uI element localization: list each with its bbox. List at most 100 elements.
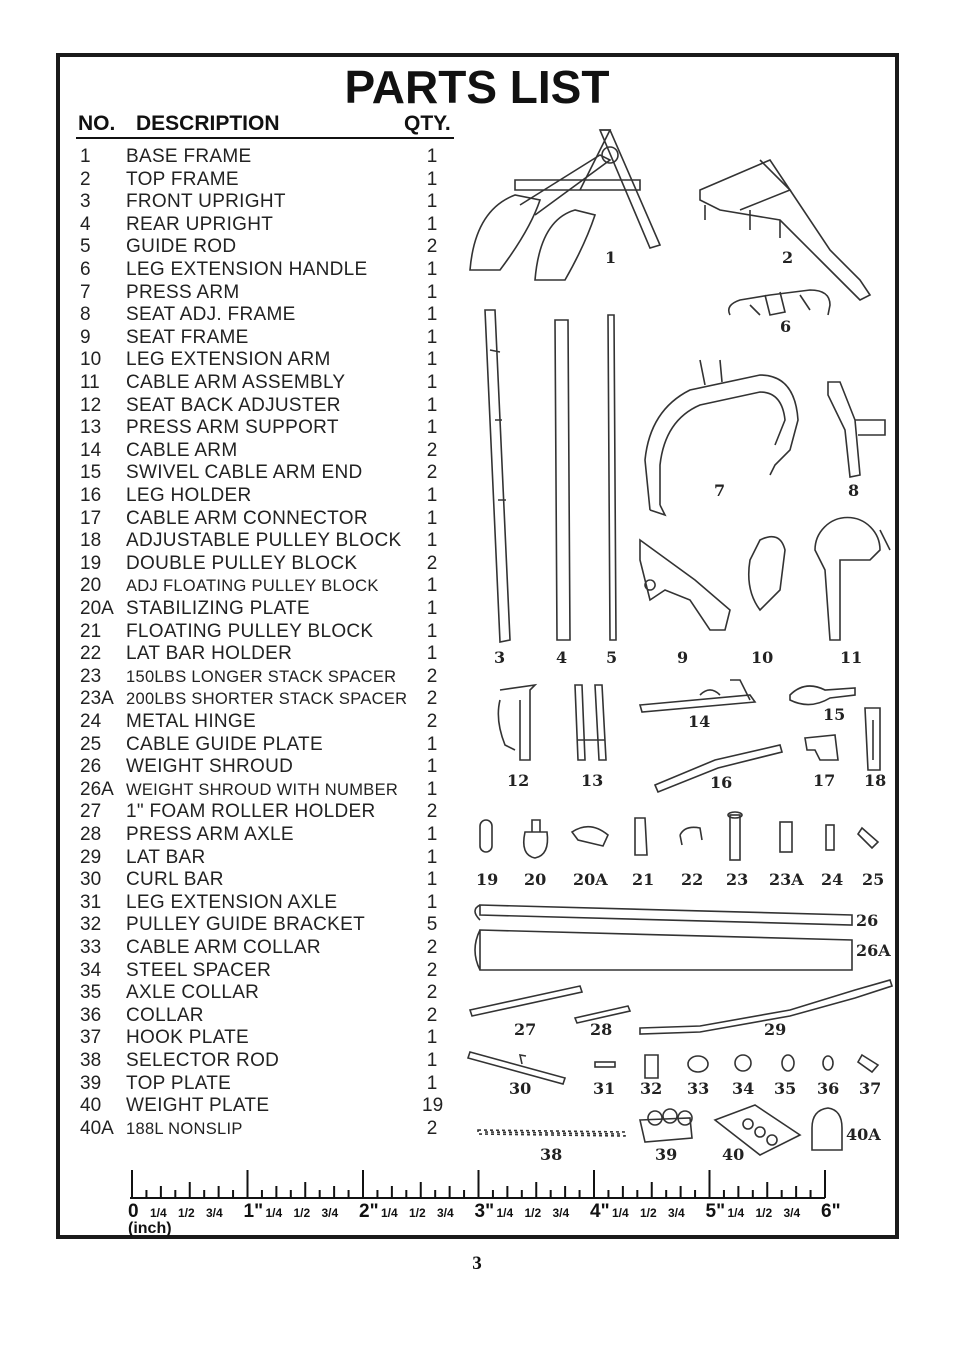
- part-number: 31: [80, 891, 102, 913]
- part-number: 27: [80, 801, 102, 823]
- part-description: 1" FOAM ROLLER HOLDER: [126, 801, 376, 823]
- part-description: PRESS ARM AXLE: [126, 824, 294, 845]
- part-quantity: 2: [426, 236, 438, 258]
- part-8-drawing: [827, 381, 886, 478]
- diagram-label-35: 35: [774, 1079, 796, 1098]
- part-number: 25: [80, 733, 102, 755]
- diagram-label-38: 38: [540, 1145, 562, 1164]
- diagram-label-29: 29: [764, 1020, 786, 1039]
- parts-illustrations: 1 2 6 3 4 5 7 8 9 10 11 12 13 14 15 16 1…: [466, 129, 894, 1164]
- part-description: FRONT UPRIGHT: [126, 191, 286, 213]
- part-number: 24: [80, 711, 102, 732]
- ruler-inch-label: 3": [475, 1201, 495, 1222]
- part-number: 5: [80, 236, 91, 258]
- part-quantity: 1: [426, 598, 438, 619]
- page-border: [56, 53, 899, 1239]
- ruler-inch-label: 1": [244, 1201, 264, 1222]
- part-quantity: 1: [426, 891, 438, 913]
- column-header-no: NO.: [78, 112, 116, 135]
- part-description: 150LBS LONGER STACK SPACER: [126, 667, 397, 686]
- part-9-drawing: [639, 538, 731, 631]
- part-40-drawing: [713, 1104, 802, 1156]
- diagram-label-8: 8: [848, 481, 859, 500]
- part-29-drawing: [639, 979, 894, 1035]
- part-16-drawing: [653, 744, 783, 794]
- part-number: 6: [80, 259, 91, 280]
- part-14-drawing: [638, 679, 757, 713]
- part-description: PRESS ARM: [126, 281, 240, 303]
- ruler-fraction-label: 1/4: [497, 1206, 514, 1220]
- diagram-label-40A: 40A: [846, 1125, 881, 1144]
- page-number: 3: [472, 1253, 482, 1274]
- part-quantity: 1: [426, 485, 438, 506]
- diagram-label-1: 1: [605, 248, 616, 267]
- part-quantity: 19: [422, 1095, 444, 1117]
- diagram-label-18: 18: [864, 771, 886, 790]
- part-quantity: 1: [426, 1027, 438, 1049]
- part-number: 33: [80, 937, 102, 958]
- part-description: 200LBS SHORTER STACK SPACER: [126, 690, 408, 709]
- diagram-label-12: 12: [507, 771, 529, 790]
- ruler-fraction-label: 1/2: [178, 1206, 195, 1220]
- part-38-drawing: [477, 1129, 626, 1137]
- part-description: CABLE ARM COLLAR: [126, 937, 321, 958]
- part-number: 21: [80, 620, 102, 642]
- part-39-drawing: [639, 1117, 693, 1143]
- part-26-drawing: [474, 904, 853, 926]
- ruler-fraction-label: 1/2: [409, 1206, 426, 1220]
- ruler-fraction-label: 1/4: [612, 1206, 629, 1220]
- part-description: AXLE COLLAR: [126, 982, 260, 1004]
- part-description: LEG EXTENSION ARM: [126, 349, 331, 371]
- part-quantity: 2: [426, 552, 438, 574]
- diagram-label-13: 13: [581, 771, 603, 790]
- part-quantity: 1: [426, 146, 438, 167]
- part-quantity: 1: [426, 326, 438, 348]
- part-number: 23A: [80, 688, 114, 710]
- part-quantity: 1: [426, 349, 438, 371]
- part-description: COLLAR: [126, 1004, 204, 1026]
- diagram-label-4: 4: [556, 648, 567, 667]
- part-description: SEAT FRAME: [126, 326, 249, 348]
- part-description: ADJUSTABLE PULLEY BLOCK: [126, 530, 402, 552]
- part-number: 26: [80, 756, 102, 778]
- part-5-drawing: [607, 314, 617, 641]
- part-description: DOUBLE PULLEY BLOCK: [126, 552, 358, 574]
- part-quantity: 1: [426, 756, 438, 778]
- diagram-label-19: 19: [476, 870, 498, 889]
- part-10-drawing: [747, 535, 786, 612]
- part-description: LEG HOLDER: [126, 485, 252, 506]
- part-32-drawing: [644, 1054, 659, 1079]
- part-quantity: 1: [426, 507, 438, 529]
- part-description: PRESS ARM SUPPORT: [126, 417, 339, 439]
- part-36-drawing: [822, 1055, 834, 1071]
- part-number: 28: [80, 824, 102, 845]
- diagram-label-40: 40: [722, 1145, 744, 1164]
- part-description: STABILIZING PLATE: [126, 598, 310, 619]
- ruler-fraction-label: 1/2: [640, 1206, 657, 1220]
- part-number: 7: [80, 281, 91, 303]
- part-number: 15: [80, 462, 102, 484]
- part-30-drawing: [466, 1051, 567, 1085]
- part-quantity: 2: [426, 439, 438, 461]
- part-description: CABLE ARM: [126, 439, 238, 461]
- part-description: WEIGHT SHROUD WITH NUMBER: [126, 780, 399, 799]
- part-description: SEAT BACK ADJUSTER: [126, 394, 341, 416]
